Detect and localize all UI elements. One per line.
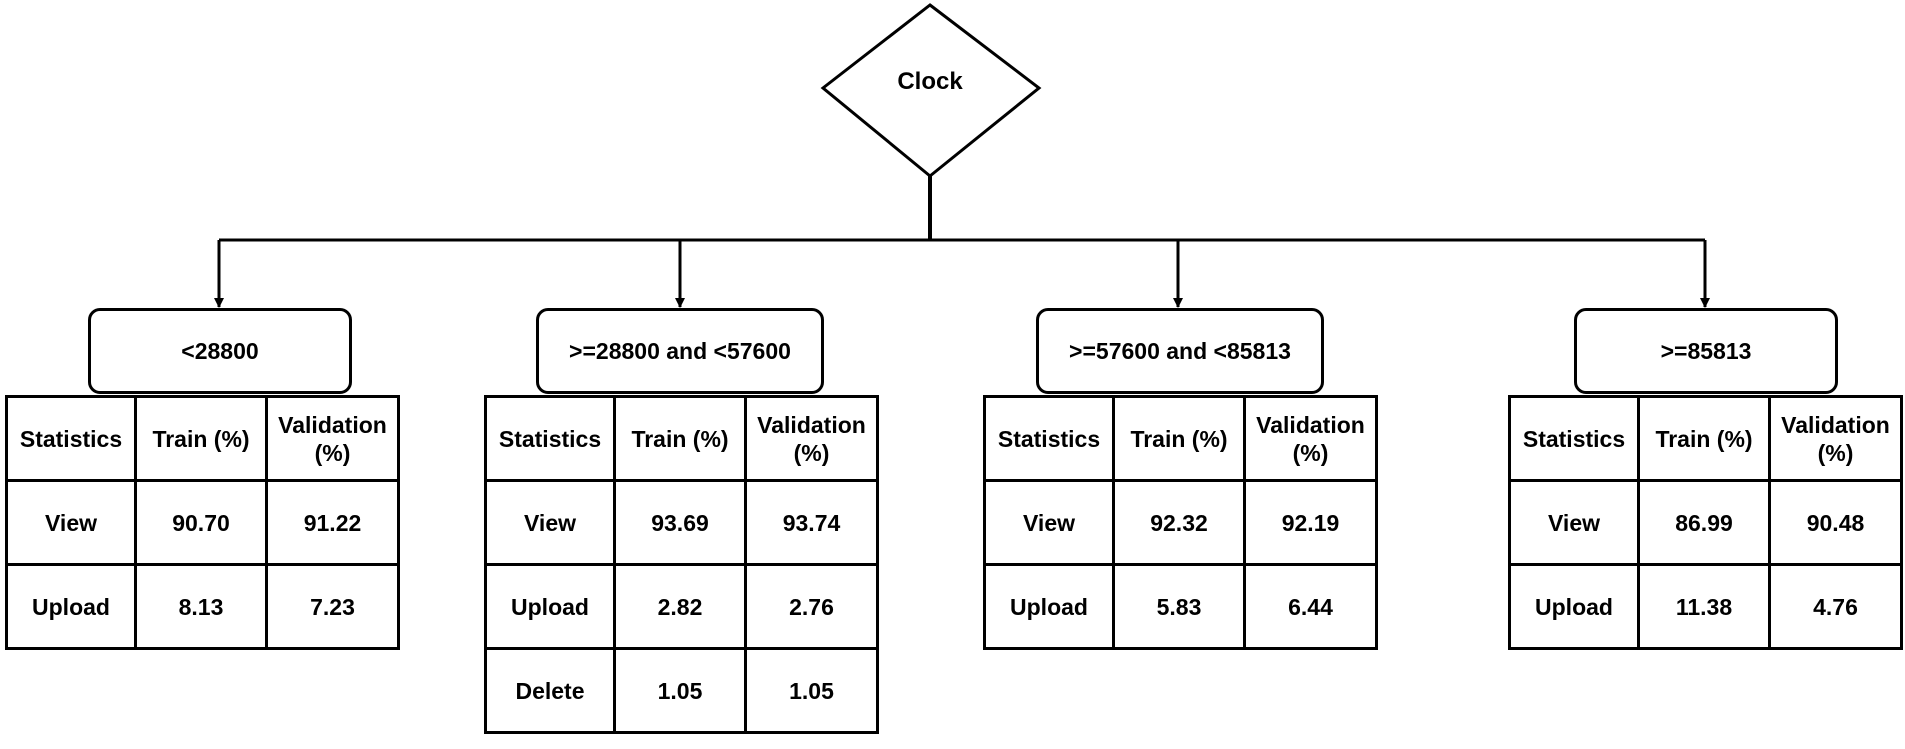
stat-label: Upload: [983, 563, 1115, 650]
validation-value: 1.05: [744, 647, 879, 734]
header-validation: Validation (%): [1243, 395, 1378, 482]
stat-label: Upload: [5, 563, 137, 650]
header-validation: Validation (%): [744, 395, 879, 482]
branch-condition-3: >=57600 and <85813: [1036, 308, 1324, 394]
validation-value: 92.19: [1243, 479, 1378, 566]
validation-value: 4.76: [1768, 563, 1903, 650]
header-statistics: Statistics: [983, 395, 1115, 482]
header-train: Train (%): [1637, 395, 1771, 482]
header-statistics: Statistics: [484, 395, 616, 482]
stat-label: View: [5, 479, 137, 566]
stat-label: Delete: [484, 647, 616, 734]
table-row: View 86.99 90.48: [1508, 479, 1903, 566]
table-row: Delete 1.05 1.05: [484, 647, 879, 734]
branch-condition-1: <28800: [88, 308, 352, 394]
train-value: 8.13: [134, 563, 268, 650]
train-value: 11.38: [1637, 563, 1771, 650]
header-train: Train (%): [1112, 395, 1246, 482]
validation-value: 93.74: [744, 479, 879, 566]
train-value: 5.83: [1112, 563, 1246, 650]
table-header-row: Statistics Train (%) Validation (%): [484, 395, 879, 482]
stat-label: View: [484, 479, 616, 566]
branch-condition-2: >=28800 and <57600: [536, 308, 824, 394]
header-train: Train (%): [134, 395, 268, 482]
table-row: Upload 2.82 2.76: [484, 563, 879, 650]
table-row: Upload 8.13 7.23: [5, 563, 400, 650]
stat-label: Upload: [484, 563, 616, 650]
validation-value: 91.22: [265, 479, 400, 566]
validation-value: 90.48: [1768, 479, 1903, 566]
statistics-table-3: Statistics Train (%) Validation (%) View…: [983, 395, 1378, 650]
header-train: Train (%): [613, 395, 747, 482]
table-row: View 90.70 91.22: [5, 479, 400, 566]
branch-condition-4: >=85813: [1574, 308, 1838, 394]
table-header-row: Statistics Train (%) Validation (%): [5, 395, 400, 482]
validation-value: 2.76: [744, 563, 879, 650]
table-row: Upload 5.83 6.44: [983, 563, 1378, 650]
table-row: Upload 11.38 4.76: [1508, 563, 1903, 650]
validation-value: 7.23: [265, 563, 400, 650]
root-node-label: Clock: [897, 68, 963, 95]
header-validation: Validation (%): [265, 395, 400, 482]
train-value: 90.70: [134, 479, 268, 566]
header-validation: Validation (%): [1768, 395, 1903, 482]
train-value: 93.69: [613, 479, 747, 566]
table-header-row: Statistics Train (%) Validation (%): [1508, 395, 1903, 482]
stat-label: View: [983, 479, 1115, 566]
statistics-table-4: Statistics Train (%) Validation (%) View…: [1508, 395, 1903, 650]
train-value: 92.32: [1112, 479, 1246, 566]
header-statistics: Statistics: [5, 395, 137, 482]
statistics-table-1: Statistics Train (%) Validation (%) View…: [5, 395, 400, 650]
stat-label: Upload: [1508, 563, 1640, 650]
header-statistics: Statistics: [1508, 395, 1640, 482]
table-header-row: Statistics Train (%) Validation (%): [983, 395, 1378, 482]
stat-label: View: [1508, 479, 1640, 566]
train-value: 86.99: [1637, 479, 1771, 566]
train-value: 2.82: [613, 563, 747, 650]
statistics-table-2: Statistics Train (%) Validation (%) View…: [484, 395, 879, 734]
validation-value: 6.44: [1243, 563, 1378, 650]
table-row: View 92.32 92.19: [983, 479, 1378, 566]
table-row: View 93.69 93.74: [484, 479, 879, 566]
train-value: 1.05: [613, 647, 747, 734]
